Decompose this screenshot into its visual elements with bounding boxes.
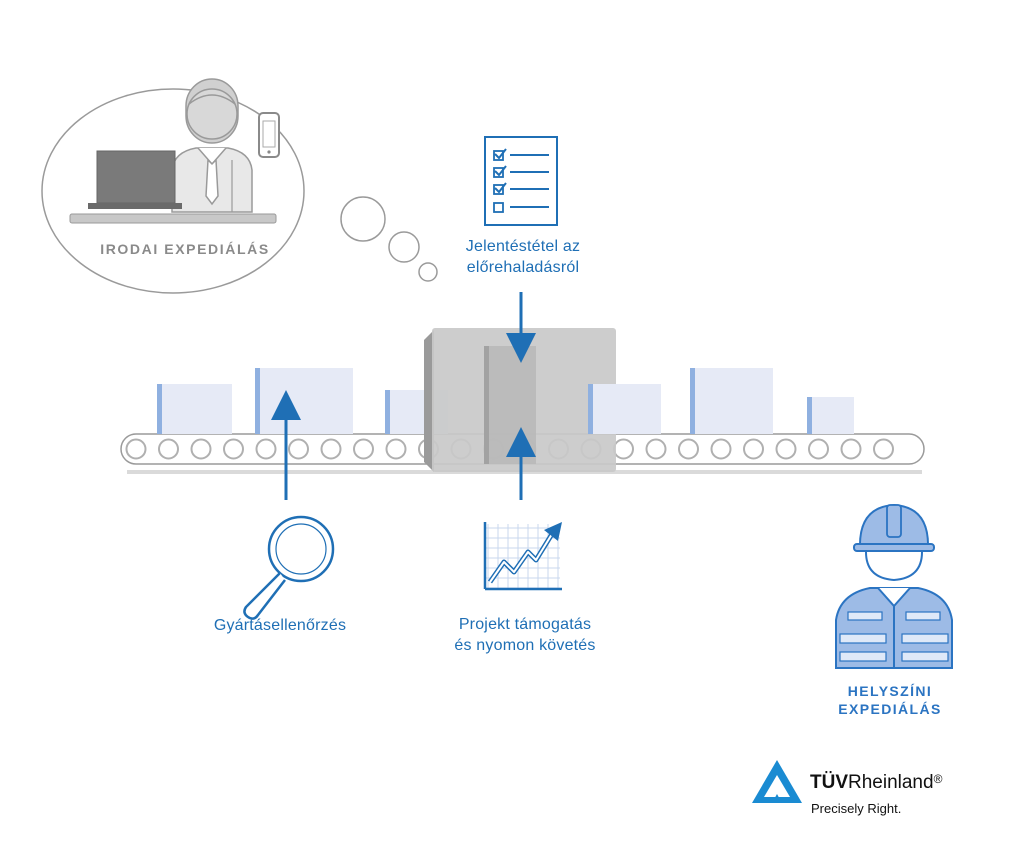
conveyor-roller (320, 438, 342, 460)
brand-registered: ® (933, 772, 943, 786)
conveyor-roller (125, 438, 147, 460)
brand-name-rest: Rheinland (848, 772, 934, 793)
box-1 (157, 384, 232, 434)
conveyor-roller (613, 438, 634, 460)
smartphone-icon (258, 112, 280, 158)
office-expediting-label: IRODAI EXPEDIÁLÁS (100, 241, 270, 257)
office-worker-icon (69, 78, 277, 224)
conveyor-roller (158, 438, 179, 460)
conveyor-roller (743, 438, 764, 460)
conveyor-roller (190, 438, 212, 460)
conveyor-roller (255, 438, 277, 460)
conveyor-roller (385, 438, 407, 460)
conveyor-roller (288, 438, 309, 460)
conveyor-roller (353, 438, 374, 460)
site-expediting-line1: HELYSZÍNI (847, 683, 933, 699)
chart-icon (483, 522, 562, 591)
box-4 (588, 384, 661, 434)
project-support-label-line2: és nyomon követés (454, 637, 596, 654)
reporting-label-line2: előrehaladásról (466, 259, 580, 276)
box-5 (690, 368, 773, 434)
reporting-label-line1: Jelentéstétel az (465, 238, 581, 255)
inspection-label-line1: Gyártásellenőrzés (213, 617, 347, 634)
brand-name-bold: TÜV (810, 772, 848, 793)
conveyor-roller (645, 438, 667, 460)
conveyor-roller (840, 438, 862, 460)
box-2 (255, 368, 353, 434)
conveyor-roller (873, 438, 894, 460)
reporting-label: Jelentéstétel az előrehaladásról (438, 236, 608, 278)
conveyor-roller (808, 438, 829, 460)
site-worker-icon (835, 503, 953, 669)
box-6 (807, 397, 854, 434)
magnifier-icon (243, 515, 335, 620)
conveyor-roller (710, 438, 732, 460)
conveyor-roller (678, 438, 699, 460)
checklist-icon (484, 136, 558, 226)
conveyor-roller (223, 438, 244, 460)
inspection-label: Gyártásellenőrzés (185, 615, 375, 636)
brand-name: TÜVRheinland® (810, 772, 942, 794)
conveyor-roller (775, 438, 797, 460)
project-support-label: Projekt támogatás és nyomon követés (420, 614, 630, 656)
site-expediting-label: HELYSZÍNI EXPEDIÁLÁS (800, 682, 980, 718)
site-expediting-line2: EXPEDIÁLÁS (838, 701, 942, 717)
tuv-logo-icon (752, 760, 802, 803)
project-support-label-line1: Projekt támogatás (458, 616, 592, 633)
brand-tagline: Precisely Right. (811, 801, 902, 816)
